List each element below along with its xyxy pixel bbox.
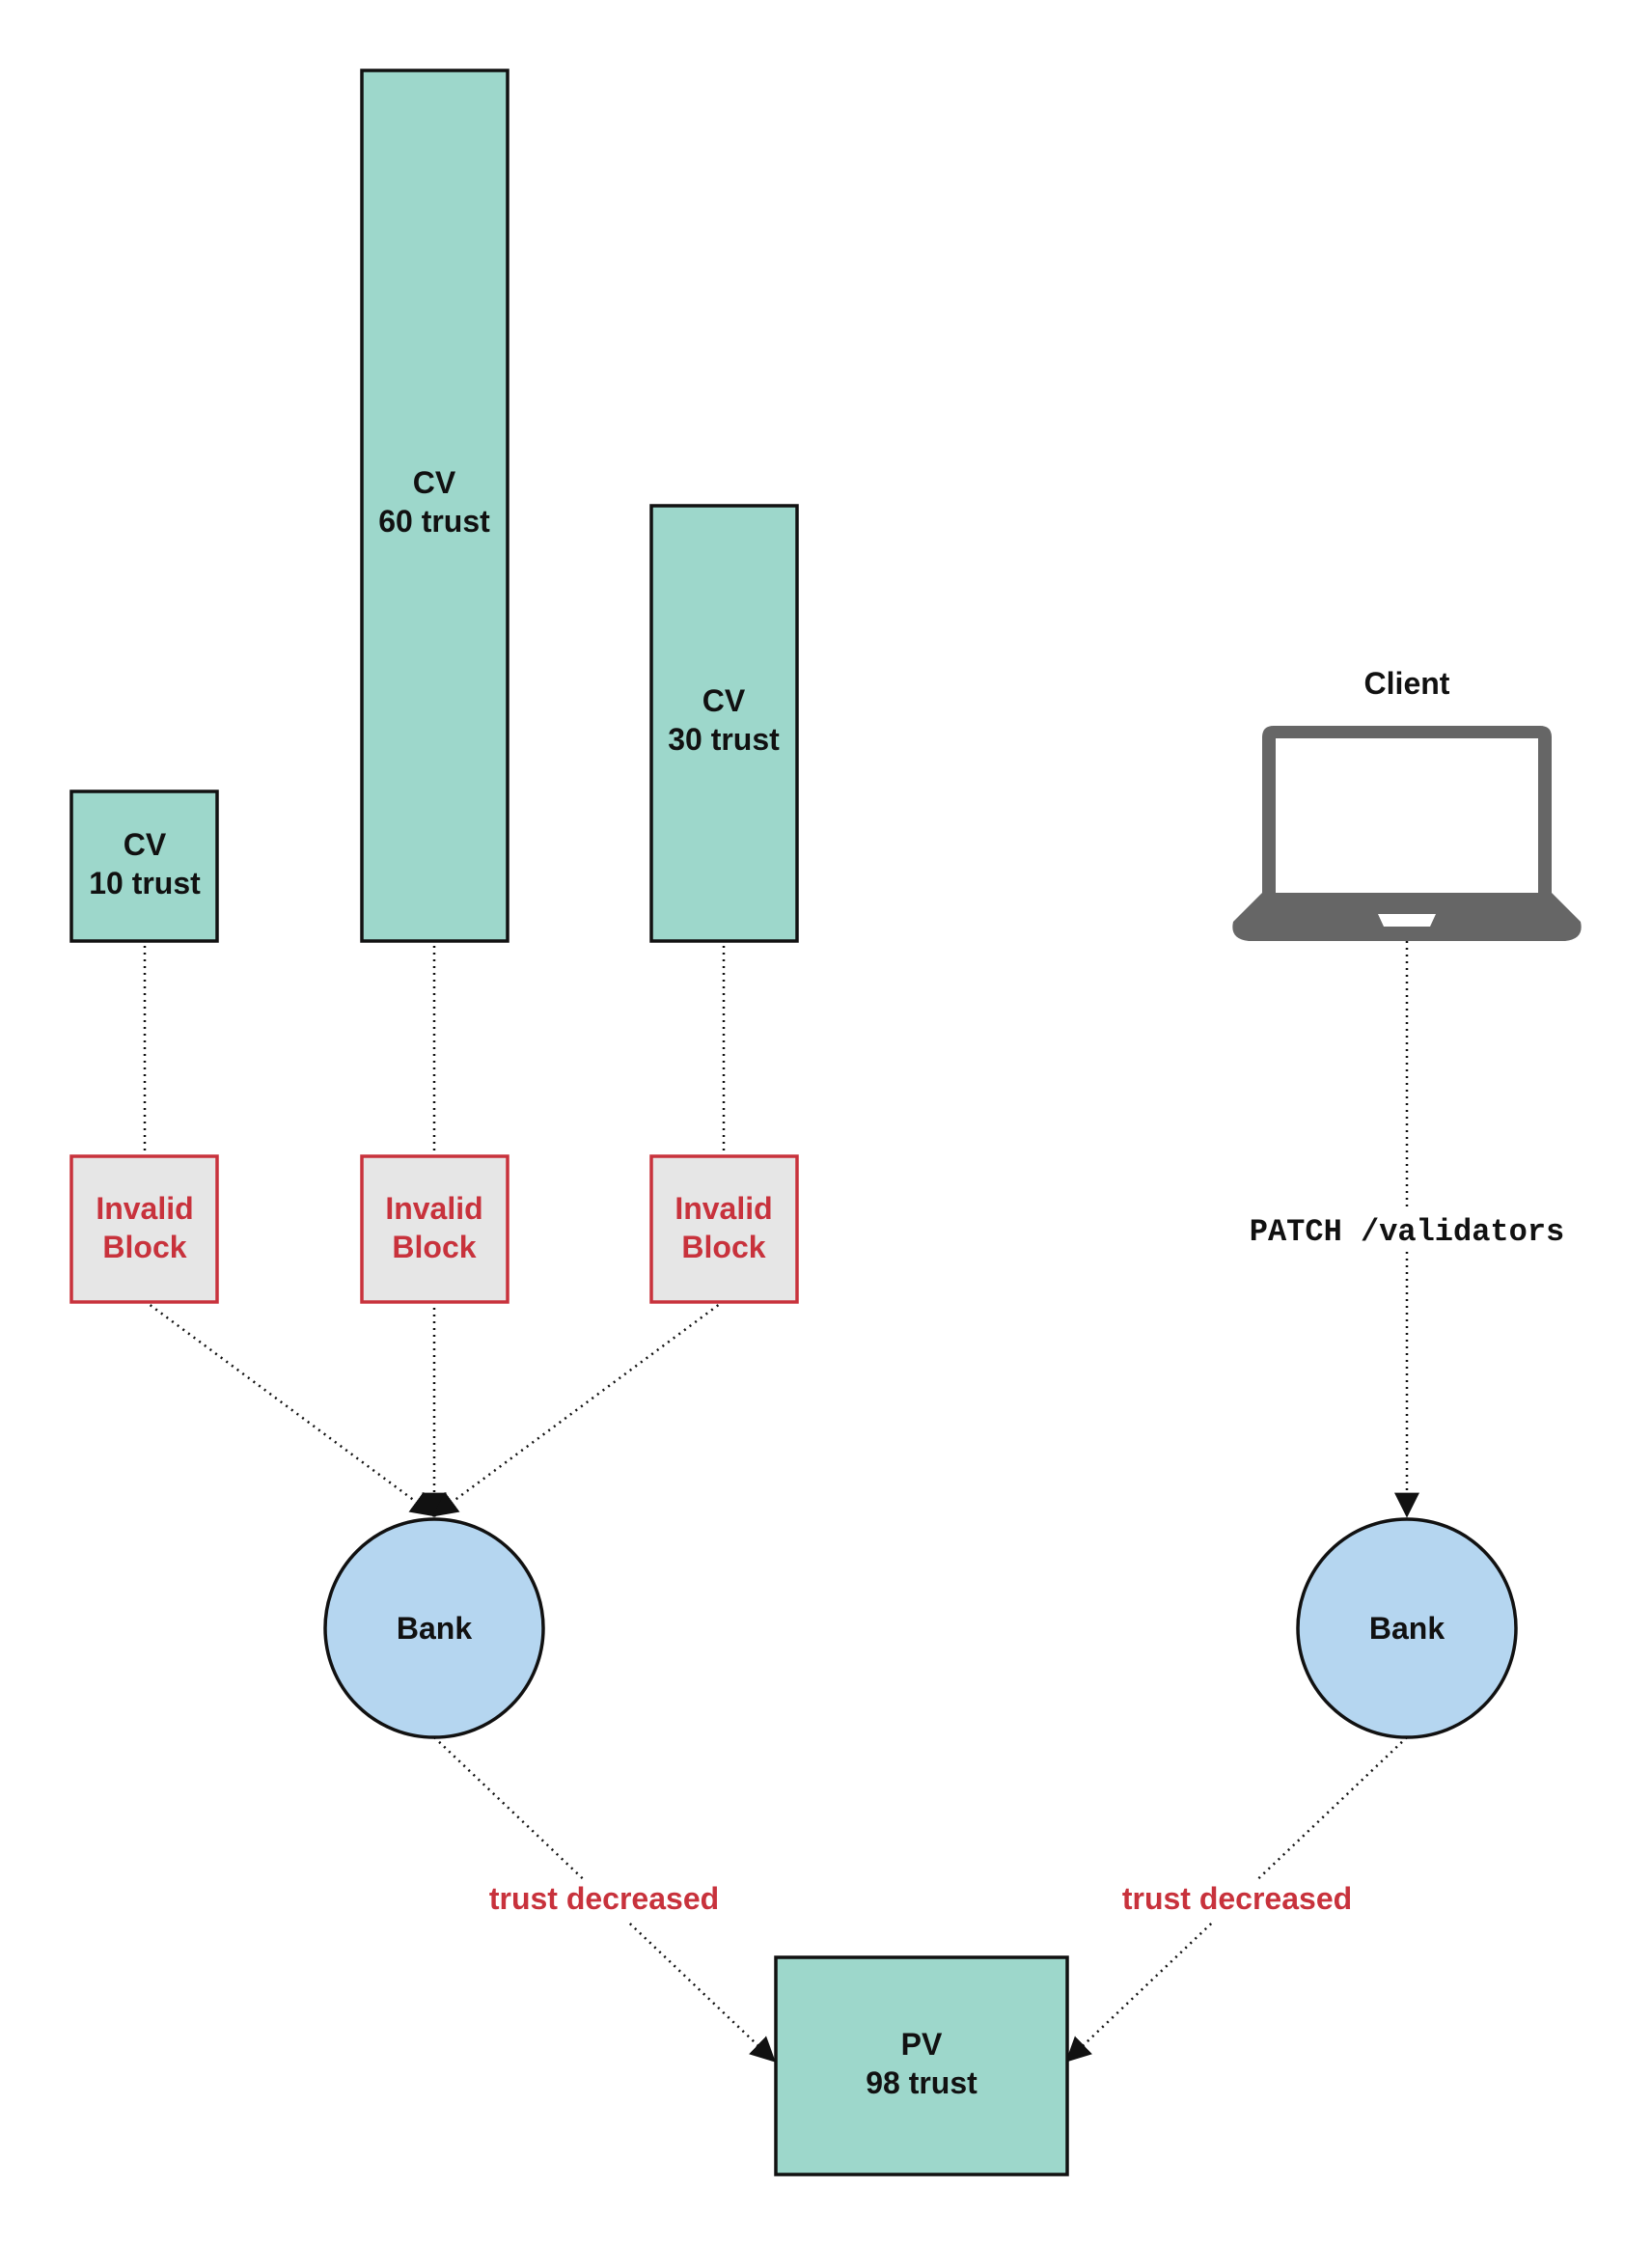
- request-label-bg: [1240, 1207, 1574, 1250]
- cv-node-1-trust: 10 trust: [89, 866, 201, 900]
- laptop-icon: [1232, 726, 1582, 941]
- request-label: PATCH /validators: [1250, 1214, 1564, 1250]
- pv-node-box: [774, 1955, 1069, 2176]
- invalid-block-3: Invalid Block: [649, 1154, 799, 1304]
- pv-node-trust: 98 trust: [866, 2065, 977, 2100]
- trust-label-left-bg: [480, 1879, 729, 1922]
- invalid-block-1: Invalid Block: [69, 1154, 219, 1304]
- bank-node-right-circle: [1296, 1517, 1518, 1739]
- invalid-block-1-box: [69, 1154, 219, 1304]
- bank-node-left: Bank: [323, 1517, 545, 1739]
- invalid-block-3-box: [649, 1154, 799, 1304]
- cv-node-3-label: CV: [702, 683, 746, 718]
- trust-label-right-bg: [1113, 1879, 1362, 1922]
- trust-edge-label-right: trust decreased: [1122, 1881, 1352, 1916]
- invalid-block-3-line1: Invalid: [675, 1191, 772, 1226]
- arrow-invalid1-bank: [144, 1299, 437, 1517]
- cv-node-3-box: [649, 504, 799, 943]
- trust-edge-label-left: trust decreased: [489, 1881, 719, 1916]
- invalid-block-2-line2: Block: [392, 1230, 476, 1264]
- cv-node-3: CV 30 trust: [649, 504, 799, 943]
- arrow-invalid3-bank: [431, 1299, 725, 1517]
- invalid-block-2-line1: Invalid: [385, 1191, 482, 1226]
- cv-node-3-trust: 30 trust: [668, 722, 780, 757]
- invalid-block-2-box: [360, 1154, 509, 1304]
- cv-node-2-box: [360, 69, 509, 943]
- cv-node-1-label: CV: [124, 827, 167, 862]
- client-label: Client: [1364, 666, 1450, 701]
- cv-node-2: CV 60 trust: [360, 69, 509, 943]
- pv-node: PV 98 trust: [774, 1955, 1069, 2176]
- cv-node-2-trust: 60 trust: [378, 504, 490, 539]
- invalid-block-1-line2: Block: [102, 1230, 186, 1264]
- bank-node-left-label: Bank: [397, 1611, 472, 1646]
- cv-node-2-label: CV: [413, 465, 456, 500]
- cv-node-1-box: [69, 790, 219, 943]
- bank-node-right: Bank: [1296, 1517, 1518, 1739]
- bank-node-right-label: Bank: [1369, 1611, 1445, 1646]
- pv-node-label: PV: [901, 2027, 943, 2062]
- invalid-block-2: Invalid Block: [360, 1154, 509, 1304]
- cv-node-1: CV 10 trust: [69, 790, 219, 943]
- invalid-block-1-line1: Invalid: [96, 1191, 193, 1226]
- invalid-block-3-line2: Block: [681, 1230, 765, 1264]
- bank-node-left-circle: [323, 1517, 545, 1739]
